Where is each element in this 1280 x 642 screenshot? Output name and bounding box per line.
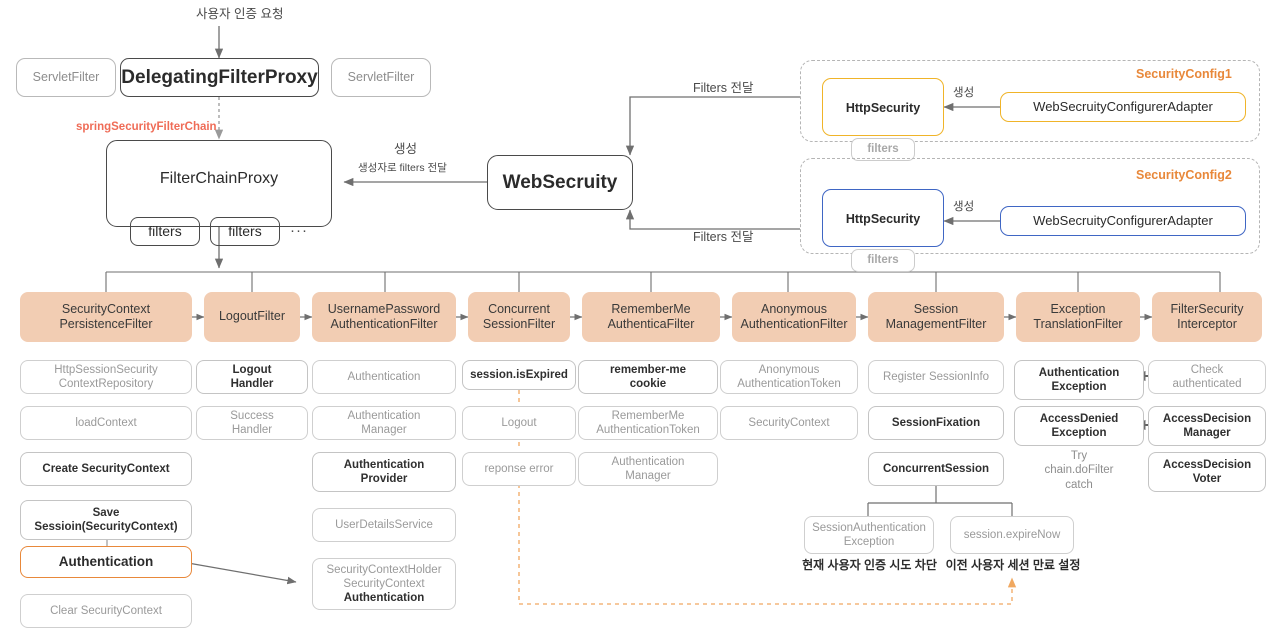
web-security: WebSecruity (487, 155, 633, 210)
security-config-1-group (800, 60, 1260, 142)
request-label: 사용자 인증 요청 (196, 7, 284, 21)
delegating-filter-proxy: DelegatingFilterProxy (120, 58, 319, 97)
filter-item-session-management-filter-2[interactable]: ConcurrentSession (868, 452, 1004, 486)
filters-chip-a: filters (130, 216, 200, 246)
filter-item-concurrent-session-filter-2[interactable]: reponse error (462, 452, 576, 486)
filter-item-session-management-filter-0[interactable]: Register SessionInfo (868, 360, 1004, 394)
http-security-1: HttpSecurity filters (822, 78, 944, 161)
servlet-filter-right: ServletFilter (331, 58, 431, 97)
session-authentication-exception-box: SessionAuthentication Exception (804, 516, 934, 554)
filter-item-session-management-filter-1[interactable]: SessionFixation (868, 406, 1004, 440)
filter-box-anonymous-authentication-filter[interactable]: Anonymous AuthenticationFilter (732, 292, 856, 342)
filter-item-security-context-persistence-filter-5[interactable]: Clear SecurityContext (20, 594, 192, 628)
http-security-1-title: HttpSecurity (845, 101, 921, 116)
filter-box-filter-security-interceptor[interactable]: FilterSecurity Interceptor (1152, 292, 1262, 342)
http-security-1-filters: filters (851, 137, 915, 161)
session-expire-now-box: session.expireNow (950, 516, 1074, 554)
filter-item-logout-filter-1[interactable]: Success Handler (196, 406, 308, 440)
security-config-2-label: SecurityConfig2 (1136, 168, 1232, 182)
filter-item-exception-translation-filter-0[interactable]: Authentication Exception (1014, 360, 1144, 400)
filters-chip-b: filters (210, 216, 280, 246)
session-expire-now-caption: 이전 사용자 세션 만료 설정 (945, 558, 1081, 572)
filter-box-security-context-persistence-filter[interactable]: SecurityContext PersistenceFilter (20, 292, 192, 342)
filter-item-line: Authentication (343, 592, 425, 604)
spring-security-filter-chain-label: springSecurityFilterChain (76, 121, 217, 133)
filter-box-session-management-filter[interactable]: Session ManagementFilter (868, 292, 1004, 342)
filter-item-security-context-persistence-filter-0[interactable]: HttpSessionSecurity ContextRepository (20, 360, 192, 394)
filter-item-remember-me-authentica-filter-0[interactable]: remember-me cookie (578, 360, 718, 394)
http-security-2-filters: filters (851, 248, 915, 272)
filter-item-line: SecurityContextHolder (326, 563, 442, 576)
security-config-2-group (800, 158, 1260, 254)
filter-box-username-password-authentication-filter[interactable]: UsernamePassword AuthenticationFilter (312, 292, 456, 342)
filter-item-security-context-persistence-filter-2[interactable]: Create SecurityContext (20, 452, 192, 486)
servlet-filter-left: ServletFilter (16, 58, 116, 97)
filter-item-username-password-authentication-filter-3[interactable]: UserDetailsService (312, 508, 456, 542)
filter-item-security-context-persistence-filter-4[interactable]: Authentication (20, 546, 192, 578)
filter-box-remember-me-authentica-filter[interactable]: RememberMe AuthenticaFilter (582, 292, 720, 342)
filter-item-filter-security-interceptor-2[interactable]: AccessDecision Voter (1148, 452, 1266, 492)
filter-item-concurrent-session-filter-1[interactable]: Logout (462, 406, 576, 440)
security-config-1-label: SecurityConfig1 (1136, 67, 1232, 81)
http-security-2-title: HttpSecurity (845, 212, 921, 227)
web-security-configurer-adapter-2: WebSecruityConfigurerAdapter (1000, 206, 1246, 236)
filter-chain-proxy: FilterChainProxy filters filters ··· (106, 140, 332, 246)
filter-item-security-context-persistence-filter-1[interactable]: loadContext (20, 406, 192, 440)
http-security-2: HttpSecurity filters (822, 189, 944, 272)
session-authentication-exception-caption: 현재 사용자 인증 시도 차단 (802, 558, 937, 572)
filter-item-username-password-authentication-filter-1[interactable]: Authentication Manager (312, 406, 456, 440)
filter-item-security-context-persistence-filter-3[interactable]: Save Sessioin(SecurityContext) (20, 500, 192, 540)
create-label-websecurity: 생성 (394, 142, 418, 156)
try-catch-note: Try chain.doFilter catch (1044, 450, 1114, 491)
filter-box-exception-translation-filter[interactable]: Exception TranslationFilter (1016, 292, 1140, 342)
filter-item-line: SecurityContext (343, 577, 425, 590)
filters-pass-top-label: Filters 전달 (693, 81, 754, 95)
filter-box-logout-filter[interactable]: LogoutFilter (204, 292, 300, 342)
filters-ellipsis: ··· (290, 221, 308, 239)
filter-item-remember-me-authentica-filter-2[interactable]: Authentication Manager (578, 452, 718, 486)
filter-item-anonymous-authentication-filter-1[interactable]: SecurityContext (720, 406, 858, 440)
filter-item-logout-filter-0[interactable]: Logout Handler (196, 360, 308, 394)
filter-item-exception-translation-filter-1[interactable]: AccessDenied Exception (1014, 406, 1144, 446)
filter-chain-proxy-title: FilterChainProxy (159, 169, 279, 187)
filter-box-concurrent-session-filter[interactable]: Concurrent SessionFilter (468, 292, 570, 342)
filter-item-remember-me-authentica-filter-1[interactable]: RememberMe AuthenticationToken (578, 406, 718, 440)
create-label-config-2: 생성 (953, 201, 975, 213)
filter-item-username-password-authentication-filter-2[interactable]: Authentication Provider (312, 452, 456, 492)
filters-pass-bottom-label: Filters 전달 (693, 230, 754, 244)
filter-item-anonymous-authentication-filter-0[interactable]: Anonymous AuthenticationToken (720, 360, 858, 394)
filter-item-concurrent-session-filter-0[interactable]: session.isExpired (462, 360, 576, 390)
create-label-config-1: 생성 (953, 87, 975, 99)
filter-item-username-password-authentication-filter-0[interactable]: Authentication (312, 360, 456, 394)
web-security-configurer-adapter-1: WebSecruityConfigurerAdapter (1000, 92, 1246, 122)
filter-item-filter-security-interceptor-0[interactable]: Check authenticated (1148, 360, 1266, 394)
filter-item-filter-security-interceptor-1[interactable]: AccessDecision Manager (1148, 406, 1266, 446)
create-sub-label-websecurity: 생성자로 filters 전달 (358, 162, 447, 174)
